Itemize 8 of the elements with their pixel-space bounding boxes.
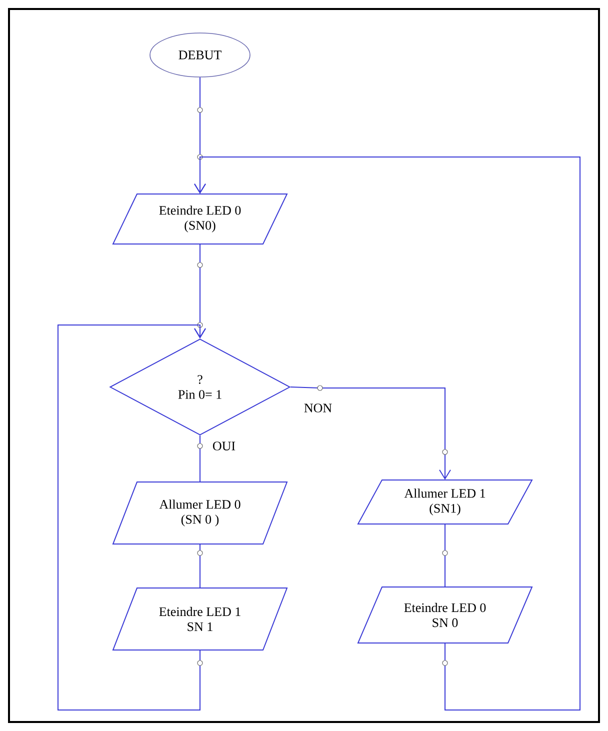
edge-label: OUI <box>211 440 237 452</box>
connector <box>197 544 203 588</box>
connector <box>290 385 451 480</box>
connector <box>442 524 448 588</box>
connector <box>58 324 206 710</box>
connector <box>194 156 580 710</box>
edge-label: NON <box>302 402 334 414</box>
connector <box>197 435 203 482</box>
